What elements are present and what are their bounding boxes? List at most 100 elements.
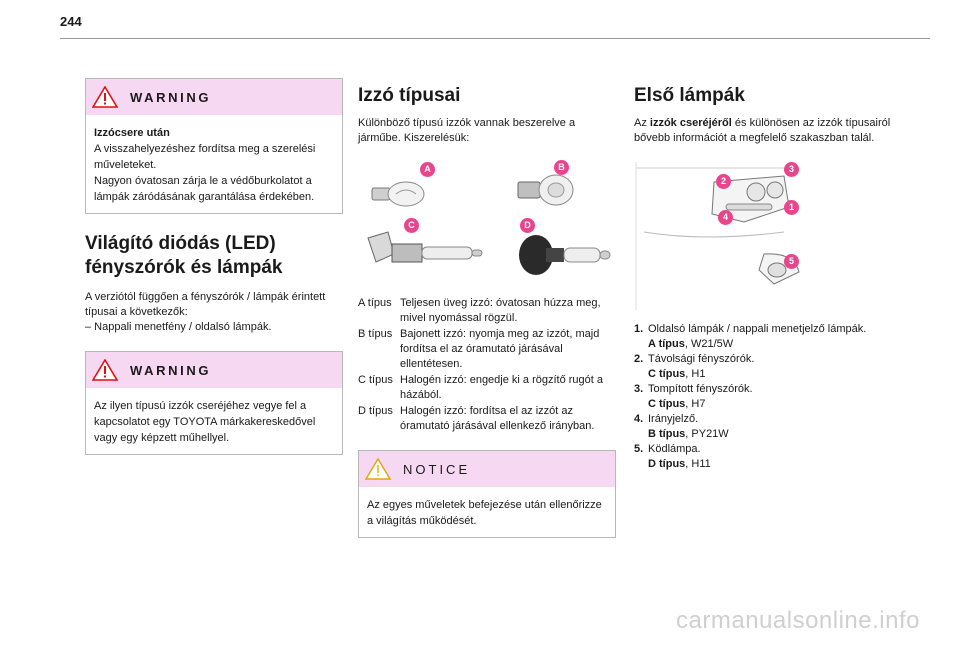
lamp-list: 1. Oldalsó lámpák / nappali menetjelző l… (634, 322, 896, 472)
lamp-item: 4. Irányjelző. B típus, PY21W (634, 412, 896, 442)
headlamp-image (635, 162, 800, 310)
led-heading: Világító diódás (LED) fényszórók és lámp… (85, 233, 283, 278)
lamp-name: Tompított fényszórók. (648, 383, 753, 395)
callout-4: 4 (718, 210, 733, 225)
lamp-name: Ködlámpa. (648, 443, 701, 455)
page-number: 244 (60, 14, 82, 29)
lamp-detail: Irányjelző. B típus, PY21W (648, 412, 729, 442)
lamp-item: 1. Oldalsó lámpák / nappali menetjelző l… (634, 322, 896, 352)
warning-box: WARNING Az ilyen típusú izzók cseréjéhez… (85, 351, 343, 455)
bulb-illustration: A B C D (358, 156, 616, 286)
bulb-type-key: A típus (358, 297, 392, 309)
lamp-name: Irányjelző. (648, 413, 699, 425)
callout-2: 2 (716, 174, 731, 189)
lamp-spec: , PY21W (685, 428, 729, 440)
bulb-type-desc: Teljesen üveg izzó: óvatosan húzza meg, … (400, 297, 601, 324)
lamp-detail: Oldalsó lámpák / nappali menetjelző lámp… (648, 322, 866, 352)
bulb-type-row: D típus Halogén izzó: fordítsa el az izz… (358, 404, 616, 434)
notice-label: NOTICE (403, 461, 471, 477)
bulb-type-key: D típus (358, 405, 393, 417)
warning-icon (92, 359, 118, 381)
lamp-bulb: C típus, H1 (648, 367, 754, 382)
lamp-bulb: C típus, H7 (648, 397, 753, 412)
notice-header: NOTICE (359, 451, 615, 487)
lamp-number: 5. (634, 443, 644, 455)
lamp-bulb: B típus, PY21W (648, 427, 729, 442)
lamp-detail: Tompított fényszórók. C típus, H7 (648, 382, 753, 412)
lamp-bulb: D típus, H11 (648, 457, 711, 472)
warning-box: WARNING Izzócsere után A visszahelyezésh… (85, 78, 343, 214)
bulb-c-image (367, 231, 483, 263)
lamp-name: Távolsági fényszórók. (648, 353, 755, 365)
bulb-types-heading: Izzó típusai (358, 85, 461, 106)
lamp-number: 4. (634, 413, 644, 425)
right-column: Első lámpák Az izzók cseréjéről és külön… (634, 84, 896, 472)
warning-text: Az ilyen típusú izzók cseréjéhez vegye f… (94, 400, 316, 444)
lamp-type: C típus (648, 398, 686, 410)
lamp-spec: , H11 (685, 458, 711, 470)
bulb-types-intro: Különböző típusú izzók vannak beszerelve… (358, 117, 576, 144)
lamp-number: 3. (634, 383, 644, 395)
bulb-type-desc: Halogén izzó: engedje ki a rögzítő rugót… (400, 374, 604, 401)
lamp-detail: Távolsági fényszórók. C típus, H1 (648, 352, 754, 382)
bulb-type-row: A típus Teljesen üveg izzó: óvatosan húz… (358, 296, 616, 326)
lamp-type: A típus (648, 338, 685, 350)
lamp-spec: , H7 (685, 398, 706, 410)
notice-box: NOTICE Az egyes műveletek befejezése utá… (358, 450, 616, 538)
front-lamps-intro: Az izzók cseréjéről és különösen az izzó… (634, 116, 896, 146)
middle-column: Izzó típusai Különböző típusú izzók vann… (358, 84, 616, 538)
warning-header: WARNING (86, 352, 342, 388)
bulb-d-image (519, 235, 611, 275)
warning-line: A visszahelyezéshez fordítsa meg a szere… (94, 143, 316, 171)
lamp-item: 5. Ködlámpa. D típus, H11 (634, 442, 896, 472)
notice-body: Az egyes műveletek befejezése után ellen… (359, 487, 615, 537)
warning-title: Izzócsere után (94, 127, 170, 139)
warning-label: WARNING (130, 89, 212, 105)
warning-icon (92, 86, 118, 108)
lamp-detail: Ködlámpa. D típus, H11 (648, 442, 711, 472)
badge-d: D (520, 218, 535, 233)
bulb-b-image (517, 174, 574, 206)
badge-b: B (554, 160, 569, 175)
notice-text: Az egyes műveletek befejezése után ellen… (367, 499, 602, 527)
bulb-type-list: A típus Teljesen üveg izzó: óvatosan húz… (358, 296, 616, 434)
callout-1: 1 (784, 200, 799, 215)
led-item: – Nappali menetfény / oldalsó lámpák. (85, 321, 272, 333)
headlamp-illustration: 1 2 3 4 5 (634, 162, 804, 312)
warning-label: WARNING (130, 362, 212, 378)
lamp-type: D típus (648, 458, 686, 470)
bulb-type-desc: Bajonett izzó: nyomja meg az izzót, majd… (400, 328, 600, 370)
lamp-item: 2. Távolsági fényszórók. C típus, H1 (634, 352, 896, 382)
intro-pre: Az (634, 117, 650, 129)
led-intro: A verziótól függően a fényszórók / lámpá… (85, 291, 326, 318)
bulb-type-row: B típus Bajonett izzó: nyomja meg az izz… (358, 327, 616, 372)
lamp-number: 2. (634, 353, 644, 365)
warning-header: WARNING (86, 79, 342, 115)
top-rule (60, 38, 930, 39)
bulb-type-key: B típus (358, 328, 393, 340)
lamp-name: Oldalsó lámpák / nappali menetjelző lámp… (648, 323, 867, 335)
badge-a: A (420, 162, 435, 177)
bulb-type-row: C típus Halogén izzó: engedje ki a rögzí… (358, 373, 616, 403)
callout-3: 3 (784, 162, 799, 177)
lamp-spec: , W21/5W (684, 338, 734, 350)
warning-body: Izzócsere után A visszahelyezéshez fordí… (86, 115, 342, 213)
lamp-number: 1. (634, 323, 644, 335)
warning-body: Az ilyen típusú izzók cseréjéhez vegye f… (86, 388, 342, 454)
bulb-type-desc: Halogén izzó: fordítsa el az izzót az ór… (400, 405, 595, 432)
bulb-type-key: C típus (358, 374, 393, 386)
intro-post: és különösen az izzók típusairól bővebb … (634, 117, 891, 144)
front-lamps-heading: Első lámpák (634, 85, 745, 106)
warning-line: Nagyon óvatosan zárja le a védőburkolato… (94, 175, 315, 203)
lamp-bulb: A típus, W21/5W (648, 337, 866, 352)
lamp-spec: , H1 (685, 368, 706, 380)
callout-5: 5 (784, 254, 799, 269)
badge-c: C (404, 218, 419, 233)
lamp-item: 3. Tompított fényszórók. C típus, H7 (634, 382, 896, 412)
intro-bold: izzók cseréjéről (649, 117, 732, 129)
lamp-type: B típus (648, 428, 686, 440)
left-column: WARNING Izzócsere után A visszahelyezésh… (85, 78, 343, 455)
watermark: carmanualsonline.info (676, 607, 920, 634)
bulb-a-image (371, 181, 425, 207)
notice-icon (365, 458, 391, 480)
